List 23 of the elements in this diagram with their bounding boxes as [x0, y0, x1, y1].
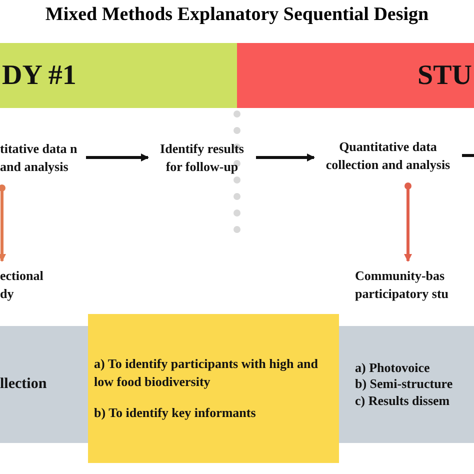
step-text: ectional dy: [0, 265, 55, 305]
objective-text: b) To identify key informants: [94, 404, 256, 422]
step-text: Identify results for follow-up: [152, 135, 252, 180]
study-banner: [0, 43, 237, 108]
diagram-title: Mixed Methods Explanatory Sequential Design: [44, 4, 430, 26]
arrow: [0, 184, 6, 262]
banner-heading: DY #1: [2, 58, 76, 93]
arrow: [256, 154, 315, 162]
study-banner: [237, 43, 474, 108]
list-item: a) Photovoice: [355, 360, 430, 376]
method-label: llection: [0, 375, 47, 394]
objectives-box: [88, 314, 339, 463]
list-item: c) Results dissem: [355, 392, 450, 409]
list-item: b) Semi-structure: [355, 376, 453, 393]
method-band: [0, 326, 88, 443]
step-text: Community-bas participatory stu: [355, 265, 465, 305]
arrow: [404, 182, 412, 262]
objective-text: a) To identify participants with high and low food biodiversity: [94, 355, 319, 390]
step-text: titative data n and analysis: [0, 135, 82, 180]
banner-heading: STU: [418, 58, 472, 93]
arrow: [86, 154, 149, 162]
method-band: [339, 326, 474, 443]
step-text: Quantitative data collection and analysis: [318, 133, 458, 178]
